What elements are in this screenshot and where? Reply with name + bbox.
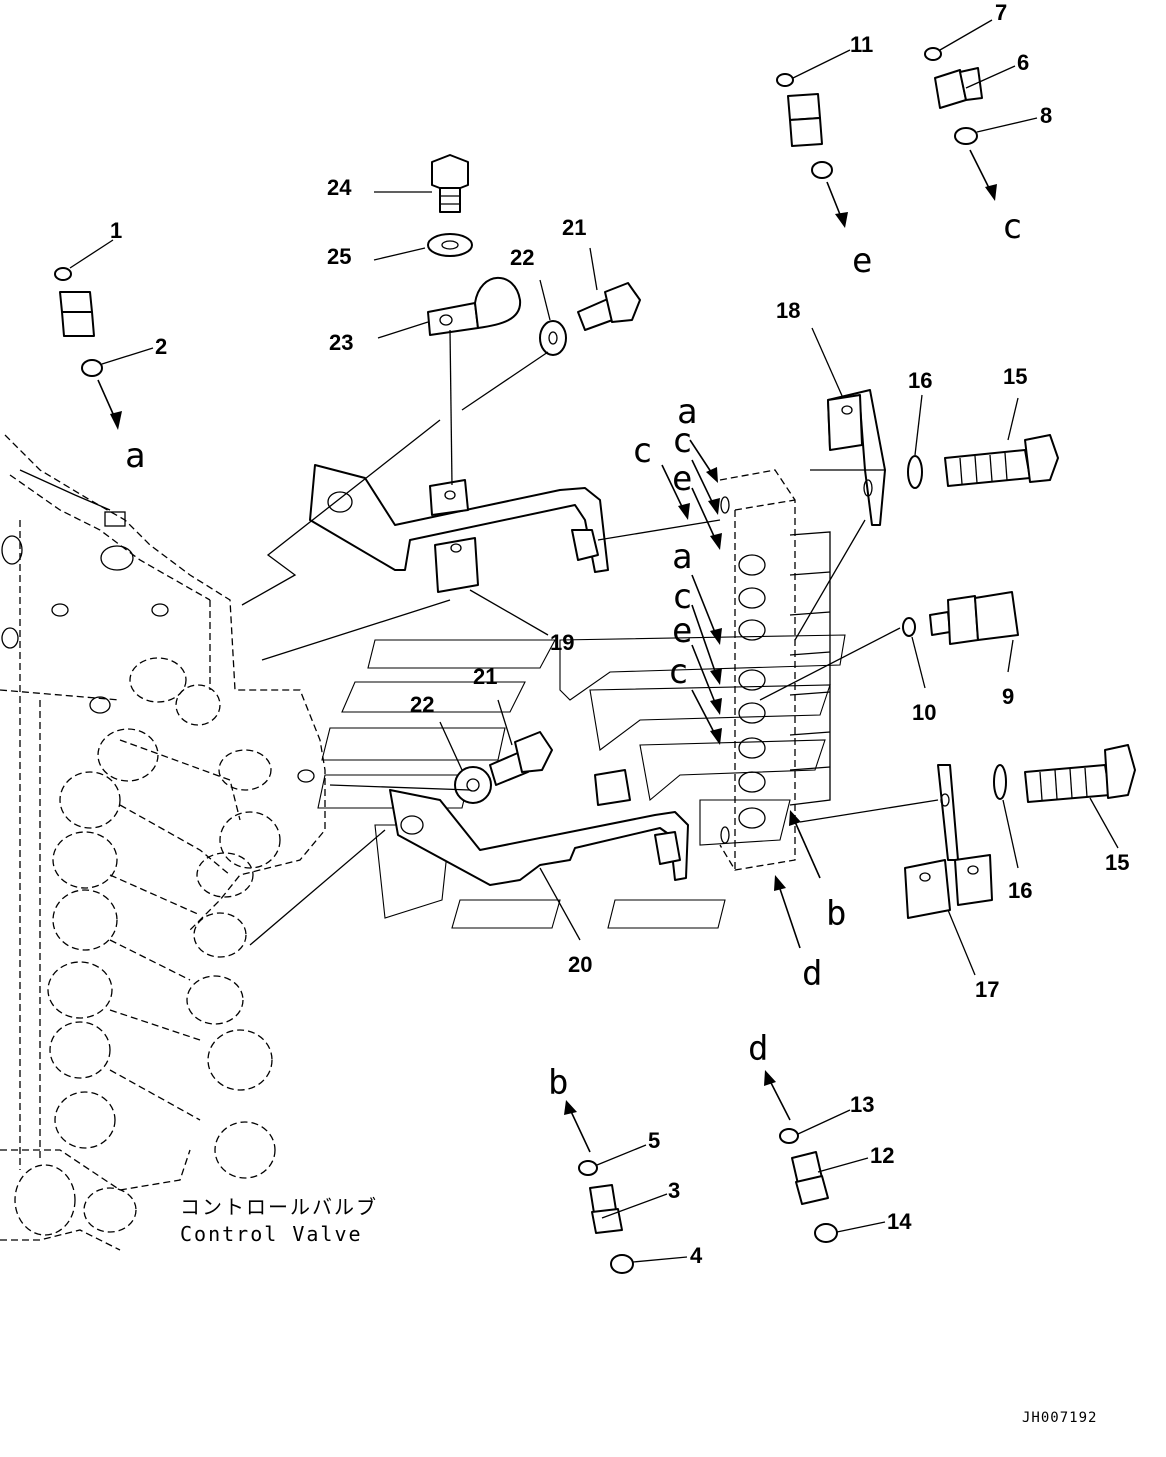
caption-english: Control Valve: [180, 1222, 363, 1246]
bolt-15-lower: [1024, 744, 1136, 803]
callout-4: 4: [690, 1243, 703, 1268]
callout-18: 18: [776, 298, 800, 323]
callout-16-upper: 16: [908, 368, 932, 393]
callout-3: 3: [668, 1178, 680, 1203]
callout-9: 9: [1002, 684, 1014, 709]
washer-16-upper: [907, 455, 923, 489]
clamp-23: [427, 276, 522, 336]
callout-20: 20: [568, 952, 592, 977]
callout-10: 10: [912, 700, 936, 725]
washer-25: [427, 233, 473, 257]
callout-21-lower: 21: [473, 664, 497, 689]
o-ring-fitting-11-lower: [811, 161, 833, 179]
pressure-sensor-9: [929, 591, 1019, 645]
port-arrows: [97, 149, 997, 1153]
o-ring-14: [814, 1223, 838, 1243]
callout-23: 23: [329, 330, 353, 355]
leader-lines: [69, 19, 1119, 1263]
bolt-15-upper: [944, 434, 1059, 487]
o-ring-2: [81, 359, 103, 377]
bracket-19: [309, 464, 721, 593]
manifold-ports: [738, 554, 766, 829]
callout-21-upper: 21: [562, 215, 586, 240]
block-letter-c3: c: [672, 577, 692, 617]
bracket-18: [827, 389, 886, 526]
callout-22-lower: 22: [410, 692, 434, 717]
o-ring-10: [902, 617, 916, 637]
block-letter-a2: a: [672, 537, 692, 577]
block-letter-c2: c: [672, 421, 692, 461]
block-letter-c4: c: [668, 652, 688, 692]
fitting-12: [791, 1151, 829, 1205]
o-ring-7: [924, 47, 942, 61]
port-letter-a-from-1: a: [125, 436, 145, 476]
callout-15-upper: 15: [1003, 364, 1027, 389]
callout-16-lower: 16: [1008, 878, 1032, 903]
o-ring-1: [54, 267, 72, 281]
callout-1: 1: [110, 218, 122, 243]
block-letter-e2: e: [672, 611, 692, 651]
callout-6: 6: [1017, 50, 1029, 75]
fitting-top-left: [59, 291, 95, 337]
callout-12: 12: [870, 1143, 894, 1168]
fitting-11: [787, 93, 823, 147]
callout-2: 2: [155, 334, 167, 359]
callout-25: 25: [327, 244, 351, 269]
block-letter-b: b: [826, 894, 846, 934]
bolt-21-lower: [489, 731, 553, 786]
callout-7: 7: [995, 0, 1007, 25]
washer-22-lower: [454, 766, 492, 804]
bolt-24: [431, 154, 469, 213]
elbow-fitting-6: [934, 67, 983, 109]
manifold-block: [719, 469, 831, 871]
port-letter-c-from-6: c: [1002, 207, 1022, 247]
block-letter-c1: c: [632, 431, 652, 471]
washer-16-lower: [993, 764, 1007, 800]
port-letter-b-from-3: b: [548, 1063, 568, 1103]
washer-22-upper: [539, 320, 567, 356]
callout-11: 11: [850, 32, 873, 57]
o-ring-5: [578, 1160, 598, 1176]
callout-5: 5: [648, 1128, 660, 1153]
callout-17: 17: [975, 977, 999, 1002]
bracket-17: [904, 764, 993, 919]
fitting-3: [589, 1184, 623, 1234]
port-letter-d-from-12: d: [748, 1029, 768, 1069]
callout-14: 14: [887, 1209, 912, 1234]
block-letter-a1: a: [677, 392, 697, 432]
block-letter-d: d: [802, 954, 822, 994]
caption-japanese: コントロールバルブ: [180, 1195, 378, 1219]
block-letter-e1: e: [672, 459, 692, 499]
callout-labels: 1 2 3 4 5 6 7 8 9 10 11 12 13 14 15 15 1…: [110, 0, 1129, 1268]
bolt-21-upper: [577, 282, 641, 331]
callout-19: 19: [550, 630, 574, 655]
o-ring-8: [954, 127, 978, 145]
callout-22-upper: 22: [510, 245, 534, 270]
drawing-code: JH007192: [1022, 1410, 1097, 1426]
port-letter-e-from-11: e: [852, 241, 872, 281]
callout-15-lower: 15: [1105, 850, 1129, 875]
callout-8: 8: [1040, 103, 1052, 128]
o-ring-4: [610, 1254, 634, 1274]
o-ring-13: [779, 1128, 799, 1144]
o-ring-11: [776, 73, 794, 87]
callout-13: 13: [850, 1092, 874, 1117]
control-valve-body: [0, 434, 326, 1251]
port-letter-labels: a c e b d a c c e a c e c b d: [125, 207, 1022, 1103]
callout-24: 24: [327, 175, 352, 200]
bracket-20: [389, 769, 689, 886]
watermark-logo: [317, 634, 846, 929]
